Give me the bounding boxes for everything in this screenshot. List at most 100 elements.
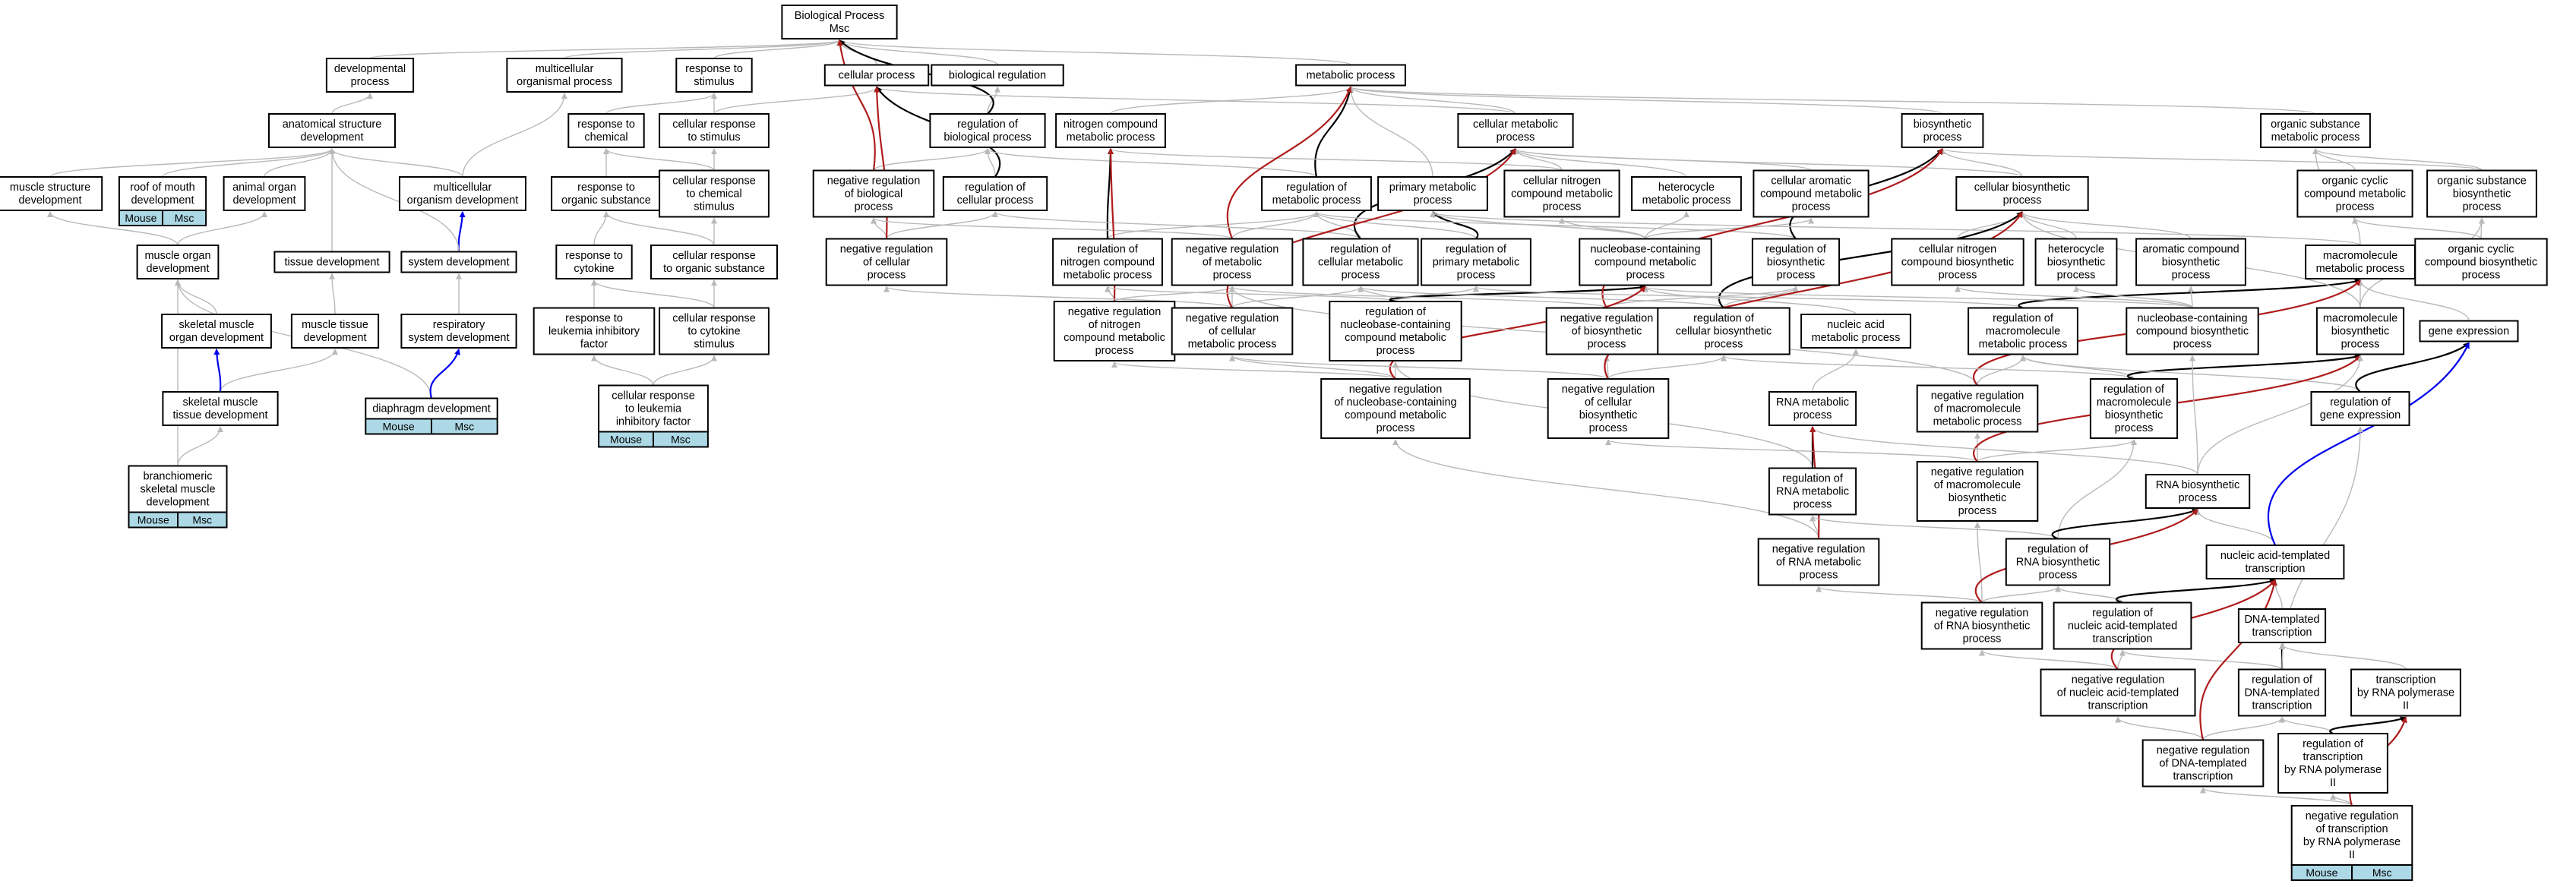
term-node-rmbp[interactable]: regulation ofmacromoleculebiosyntheticpr… — [2089, 378, 2179, 439]
term-node-metp[interactable]: metabolic process — [1295, 64, 1406, 87]
edge-smod-to-mod — [175, 279, 217, 315]
term-label-line: process — [1794, 499, 1832, 511]
term-label-line: negative regulation — [1772, 544, 1866, 556]
term-node-breg[interactable]: biological regulation — [931, 64, 1064, 87]
edge-nrcmp-to-nrcp — [883, 286, 1233, 309]
term-node-sd[interactable]: system development — [400, 251, 517, 273]
term-label-line: process — [2462, 270, 2501, 282]
term-label-line: regulation of — [1286, 182, 1348, 194]
species-tag: Mouse — [365, 418, 432, 435]
term-node-rnbcmp[interactable]: regulation ofnucleobase-containingcompou… — [1329, 301, 1462, 361]
term-label-line: metabolic process — [1812, 332, 1901, 344]
term-node-cp[interactable]: cellular process — [823, 64, 930, 87]
species-tag-label: Mouse — [2306, 866, 2337, 879]
term-node-td[interactable]: tissue development — [273, 251, 390, 273]
term-node-ge[interactable]: gene expression — [2419, 320, 2519, 342]
term-label-line: anatomical structure — [283, 118, 382, 131]
term-box — [2414, 238, 2548, 286]
term-label-line: primary metabolic — [1433, 257, 1519, 269]
